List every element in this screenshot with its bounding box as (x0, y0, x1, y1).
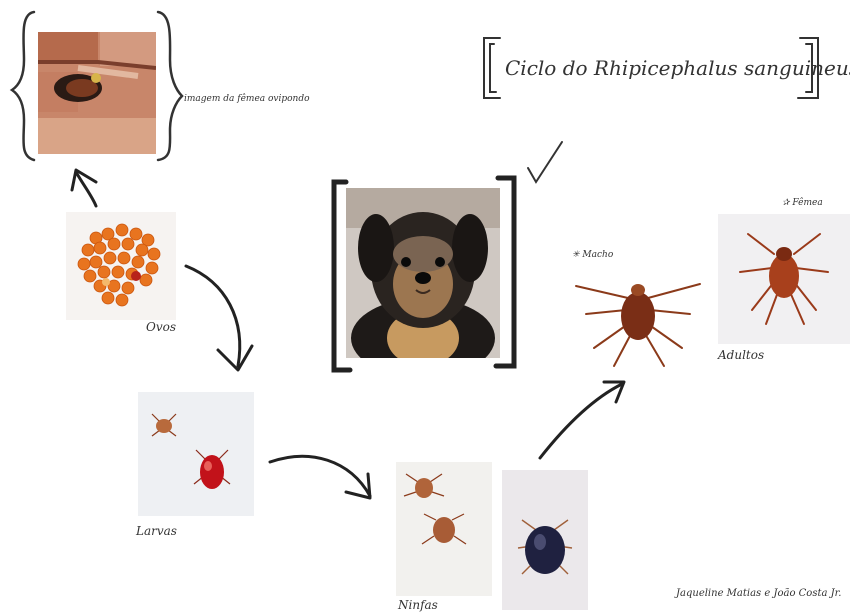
female-caption: ✰ Fêmea (782, 198, 823, 208)
female-laying-caption: imagem da fêmea ovipondo (184, 94, 310, 104)
male-label: Macho (582, 250, 613, 260)
diagram-title: Ciclo do Rhipicephalus sanguineus (505, 56, 850, 80)
male-symbol-icon: ✳ (572, 250, 580, 260)
check-mark (528, 142, 562, 182)
arrow-eggs-to-larvae (186, 266, 240, 366)
nymphs-photo-1 (396, 462, 492, 596)
larvae-caption: Larvas (136, 524, 177, 538)
right-curly-brace (158, 12, 182, 160)
arrow-nymphs-to-adults (540, 384, 622, 458)
larvae-photo (138, 392, 254, 516)
female-laying-photo (38, 32, 156, 154)
title-left-bracket (484, 38, 500, 98)
nymphs-photo-2 (502, 470, 588, 610)
left-curly-brace (12, 12, 34, 160)
male-tick-image (572, 270, 704, 370)
eggs-caption: Ovos (146, 320, 176, 334)
male-caption: ✳ Macho (572, 250, 613, 260)
female-tick-photo (718, 214, 850, 344)
female-label: Fêmea (792, 198, 822, 208)
nymphs-caption: Ninfas (398, 598, 438, 612)
authors-credit: Jaqueline Matias e João Costa Jr. (676, 588, 841, 599)
dog-photo (346, 188, 500, 358)
eggs-photo (66, 212, 176, 320)
arrow-larvae-to-nymphs (270, 456, 370, 496)
female-symbol-icon: ✰ (782, 198, 790, 208)
adults-caption: Adultos (718, 348, 764, 362)
